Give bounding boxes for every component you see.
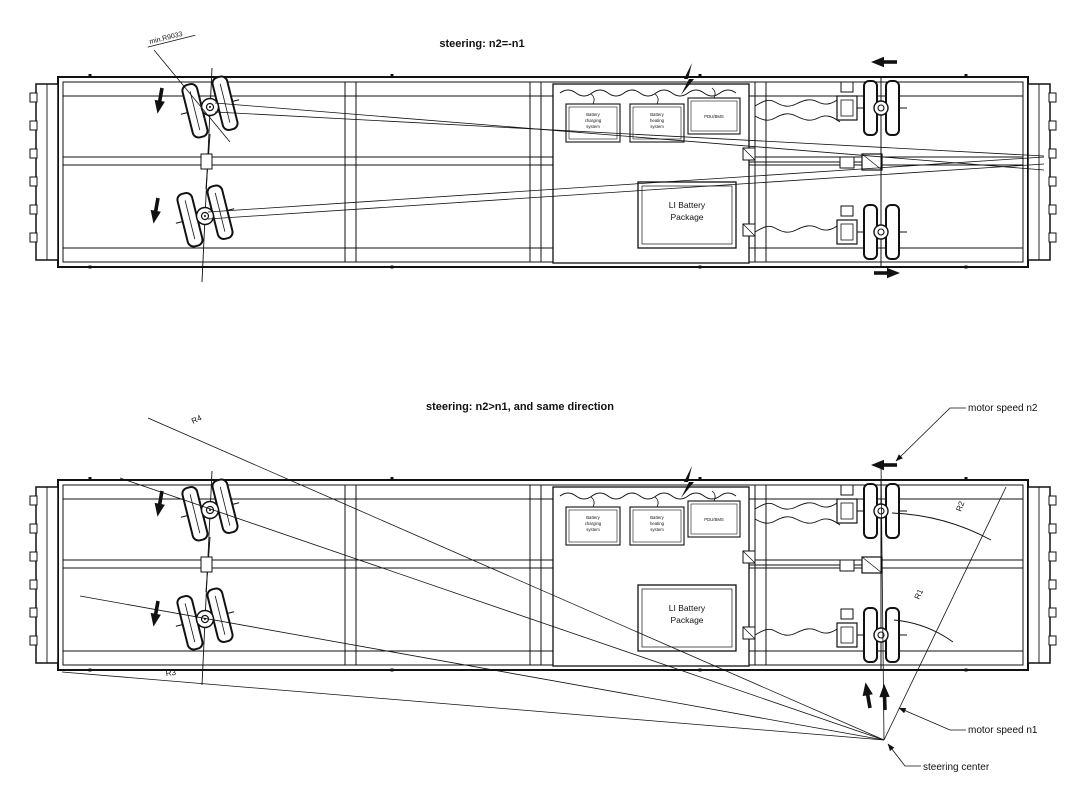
- radius-label-r2: R2: [954, 499, 966, 512]
- min-radius-leader-line: [153, 49, 231, 143]
- radius-arc-r1: [893, 619, 954, 643]
- radius-arc-r2: [891, 512, 992, 541]
- min-radius-label: min.R9033: [149, 31, 184, 46]
- diagram-differential-steering: steering: n2>n1, and same direction R4 R…: [30, 401, 1056, 773]
- label-motor-speed-n1: motor speed n1: [968, 725, 1038, 736]
- radius-label-r3: R3: [165, 668, 177, 678]
- steering-geometry-line: [214, 111, 1045, 157]
- arrow-motion-n1-a: [858, 679, 877, 711]
- leader-motor-speed-n1: [898, 707, 966, 731]
- min-radius-annotation: min.R9033: [147, 31, 196, 48]
- steering-geometry-line: [207, 156, 1045, 213]
- steering-radius-rays: [61, 417, 1007, 741]
- steering-geometry-line: [214, 102, 1045, 171]
- label-steering-center: steering center: [923, 762, 990, 773]
- top-diagram-title: steering: n2=-n1: [439, 38, 524, 50]
- radius-label-r1: R1: [913, 587, 926, 601]
- diagram-spin-steering: steering: n2=-n1 min.R9033: [30, 31, 1056, 282]
- arrow-wheel-n1-direction: [872, 265, 902, 281]
- radius-label-r4: R4: [190, 413, 204, 426]
- bottom-diagram-title: steering: n2>n1, and same direction: [426, 401, 614, 413]
- steering-geometry-line: [207, 163, 1045, 220]
- leader-motor-speed-n2: [895, 407, 966, 462]
- arrow-motion-n1-b: [877, 682, 892, 712]
- label-motor-speed-n2: motor speed n2: [968, 403, 1038, 414]
- leader-steering-center: [887, 743, 921, 767]
